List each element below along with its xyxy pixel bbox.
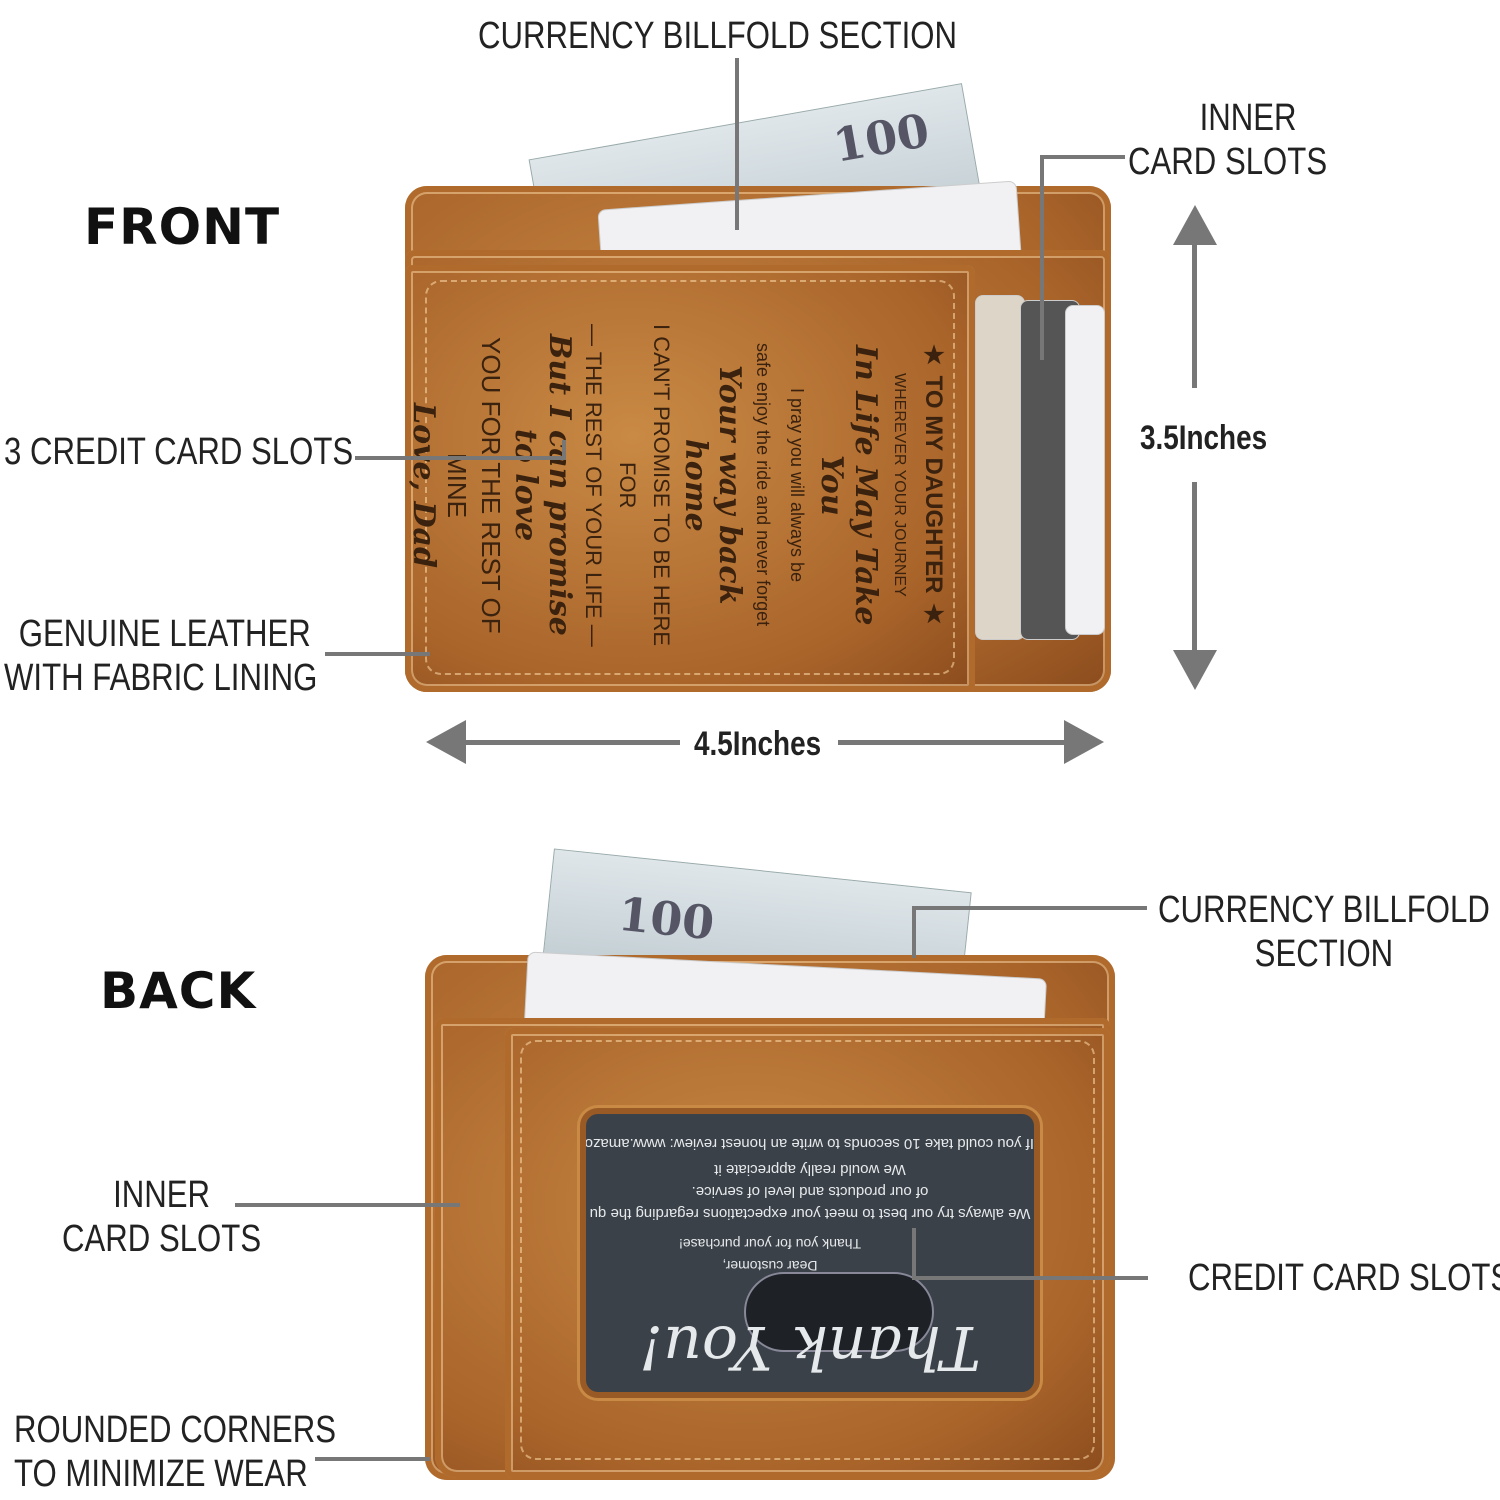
engraving-line: WHEREVER YOUR JOURNEY — [891, 373, 908, 597]
engraving-line: In Life May Take You — [814, 344, 883, 626]
label-line: TO MINIMIZE WEAR — [14, 1453, 308, 1495]
thank-you-card: Thank You! Dear customer, Thank you for … — [586, 1114, 1034, 1392]
leader-line — [1040, 155, 1044, 360]
engraving-signature: Love, Dad — [406, 402, 441, 568]
front-heading: FRONT — [84, 198, 281, 256]
leader-line — [1040, 155, 1125, 159]
label-line: WITH FABRIC LINING — [4, 657, 318, 699]
leader-line — [315, 1457, 430, 1461]
card-line: We always try our best to meet your expe… — [589, 1205, 1031, 1222]
label-inner-card-slots: INNER CARD SLOTS — [1128, 96, 1327, 184]
engraving-line: safe enjoy the ride and never forget — [753, 343, 773, 627]
engraving-line: — THE REST OF YOUR LIFE — — [581, 323, 606, 647]
arrow-shaft — [460, 740, 680, 745]
bill-denomination: 100 — [615, 886, 717, 951]
arrow-left-icon — [426, 720, 466, 764]
bill-denomination: 100 — [829, 103, 934, 173]
arrow-shaft — [838, 740, 1068, 745]
leader-line — [912, 1228, 916, 1280]
arrow-right-icon — [1064, 720, 1104, 764]
arrow-down-icon — [1173, 650, 1217, 690]
arrow-shaft — [1192, 482, 1197, 652]
arrow-shaft — [1192, 240, 1197, 388]
label-currency-billfold: CURRENCY BILLFOLD SECTION — [478, 15, 958, 57]
label-line: SECTION — [1254, 933, 1394, 975]
engraving-line: YOU FOR THE REST OF MINE — [442, 336, 506, 634]
engraving-line: Your way back home — [678, 365, 747, 605]
label-inner-card-slots-back: INNER CARD SLOTS — [62, 1173, 261, 1261]
label-line: INNER — [113, 1174, 211, 1216]
front-stitching — [425, 280, 955, 675]
engraving-line: But I can promise to love — [508, 334, 577, 636]
card-line: We would really appreciate it — [714, 1161, 906, 1178]
leader-line — [355, 456, 565, 460]
label-genuine-leather: GENUINE LEATHER WITH FABRIC LINING — [4, 612, 317, 700]
card-line: of our products and level of service. — [691, 1183, 929, 1200]
leader-line — [562, 440, 566, 460]
label-line: ROUNDED CORNERS — [14, 1409, 337, 1451]
label-line: CARD SLOTS — [1128, 141, 1328, 183]
label-line: CURRENCY BILLFOLD — [1158, 889, 1490, 931]
back-stitching — [520, 1040, 1095, 1460]
card-line: If you could take 10 seconds to write an… — [586, 1135, 1034, 1152]
front-panel — [405, 265, 975, 692]
inner-card-3 — [1065, 305, 1105, 635]
inner-card-1 — [975, 295, 1025, 640]
leader-line — [735, 58, 739, 230]
label-credit-card-slots-back: CREDIT CARD SLOTS — [1188, 1257, 1500, 1299]
label-line: GENUINE LEATHER — [18, 613, 311, 655]
leader-line — [912, 906, 916, 958]
back-heading: BACK — [100, 962, 257, 1020]
leader-line — [325, 652, 430, 656]
card-line: Dear customer, — [722, 1258, 818, 1274]
card-line: Thank you for your purchase! — [678, 1236, 862, 1252]
arrow-up-icon — [1173, 205, 1217, 245]
label-rounded-corners: ROUNDED CORNERS TO MINIMIZE WEAR — [14, 1408, 336, 1496]
thank-you-script: Thank You! — [639, 1312, 981, 1382]
leader-line — [912, 906, 1147, 910]
engraved-message: ★ TO MY DAUGHTER ★ WHEREVER YOUR JOURNEY… — [406, 315, 950, 655]
engraving-line: I CAN'T PROMISE TO BE HERE FOR — [615, 323, 674, 647]
label-line: INNER — [1199, 97, 1297, 139]
id-window: Thank You! Dear customer, Thank you for … — [580, 1108, 1040, 1398]
engraving-line: I pray you will always be — [787, 387, 807, 583]
label-currency-billfold-back: CURRENCY BILLFOLD SECTION — [1158, 888, 1490, 976]
height-label: 3.5Inches — [1140, 419, 1268, 457]
label-line: CARD SLOTS — [62, 1218, 262, 1260]
leader-line — [912, 1276, 1148, 1280]
engraving-title: ★ TO MY DAUGHTER ★ — [920, 341, 947, 629]
width-label: 4.5Inches — [694, 725, 822, 763]
label-credit-card-slots: 3 CREDIT CARD SLOTS — [4, 431, 354, 473]
leader-line — [235, 1203, 460, 1207]
